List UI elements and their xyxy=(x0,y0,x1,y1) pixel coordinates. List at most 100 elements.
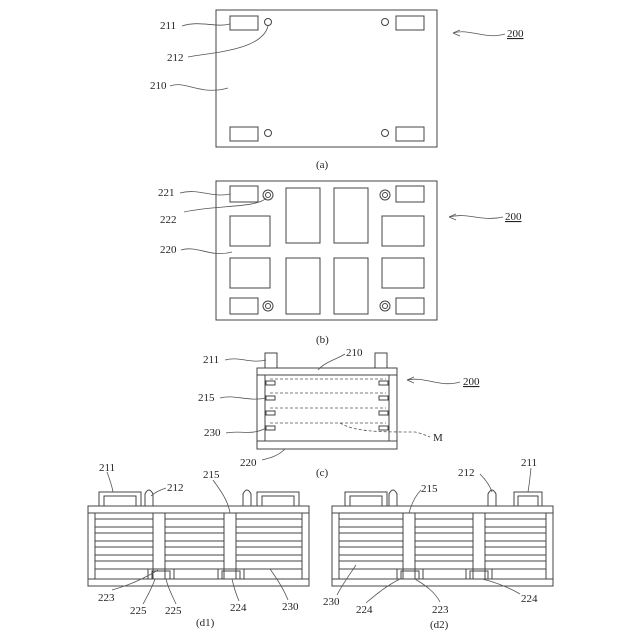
pad-211-right-d1 xyxy=(257,492,299,506)
leader-224a-d2 xyxy=(366,579,400,603)
label-M: M xyxy=(433,432,443,444)
leader-215-d1 xyxy=(213,480,230,513)
leader-215-c xyxy=(220,397,266,399)
label-223-d1: 223 xyxy=(98,592,115,604)
pad-221-top-right xyxy=(396,186,424,202)
leader-211-c xyxy=(225,359,266,361)
pad-211-right-inner-d2 xyxy=(518,496,538,506)
leader-225a-d1 xyxy=(143,579,155,604)
chip-pad-center-right-lower xyxy=(334,258,368,314)
label-200: 200 xyxy=(507,28,524,40)
label-211-d1: 211 xyxy=(99,462,115,474)
pad-211-bottom-right xyxy=(396,127,424,141)
leader-230-d1 xyxy=(270,569,288,600)
pin-212-left-d2 xyxy=(389,490,397,506)
label-230-d2: 230 xyxy=(323,596,340,608)
panel-d1: 211 212 215 223 225 225 224 230 (d1) xyxy=(88,462,309,629)
chip-pad-left-lower xyxy=(230,258,270,288)
label-215-d1: 215 xyxy=(203,469,220,481)
label-222: 222 xyxy=(160,214,177,226)
caption-c: (c) xyxy=(316,467,329,479)
caption-b: (b) xyxy=(316,334,329,346)
pad-211-left-inner-d1 xyxy=(104,496,136,506)
leader-221 xyxy=(180,192,230,195)
label-211-c: 211 xyxy=(203,354,219,366)
leader-222 xyxy=(184,198,266,212)
pad-211-right-inner-d1 xyxy=(262,496,294,506)
label-212: 212 xyxy=(167,52,184,64)
top-board-d1 xyxy=(88,506,309,513)
board-210-c xyxy=(257,368,397,375)
caption-d1: (d1) xyxy=(196,617,215,629)
label-225a-d1: 225 xyxy=(130,605,147,617)
pad-221-bottom-right xyxy=(396,298,424,314)
label-210-c: 210 xyxy=(346,347,363,359)
via-222-bottom-right xyxy=(380,301,390,311)
label-224-d1: 224 xyxy=(230,602,247,614)
panel-a: 211 212 210 200 (a) xyxy=(150,10,524,171)
label-230-d1: 230 xyxy=(282,601,299,613)
label-211-d2: 211 xyxy=(521,457,537,469)
leader-211-d2 xyxy=(528,468,531,492)
top-board-d2 xyxy=(332,506,553,513)
leader-211 xyxy=(182,24,230,26)
bottom-board-d2 xyxy=(332,579,553,586)
label-200-c: 200 xyxy=(463,376,480,388)
pin-212-right-d1 xyxy=(243,490,251,506)
hole-212-bottom-left xyxy=(265,130,272,137)
label-224a-d2: 224 xyxy=(356,604,373,616)
hole-212-top-right xyxy=(382,19,389,26)
leader-211-d1 xyxy=(107,472,113,492)
leader-212 xyxy=(188,26,268,57)
chip-layers-d1 xyxy=(95,519,302,569)
leader-200-b xyxy=(449,216,503,219)
pad-221-top-left xyxy=(230,186,258,202)
panel-c: 211 210 200 215 230 M 220 (c) xyxy=(198,347,480,479)
caption-a: (a) xyxy=(316,159,329,171)
leader-223-d2 xyxy=(415,579,440,602)
chip-pad-center-right-upper xyxy=(334,188,368,243)
hole-212-top-left xyxy=(265,19,272,26)
label-221: 221 xyxy=(158,187,175,199)
leader-220-c xyxy=(262,449,285,460)
via-222-top-left xyxy=(263,190,273,200)
label-220-c: 220 xyxy=(240,457,257,469)
label-211: 211 xyxy=(160,20,176,32)
label-225b-d1: 225 xyxy=(165,605,182,617)
leader-210 xyxy=(170,85,228,91)
pad-221-bottom-left xyxy=(230,298,258,314)
pad-211-top-right xyxy=(396,16,424,30)
leader-225b-d1 xyxy=(166,579,176,604)
bottom-board-d1 xyxy=(88,579,309,586)
chip-pad-center-left-upper xyxy=(286,188,320,243)
chip-pad-center-left-lower xyxy=(286,258,320,314)
label-215-d2: 215 xyxy=(421,483,438,495)
chip-layers-d2 xyxy=(339,519,546,569)
board-210-outline xyxy=(216,10,437,147)
pad-211-left-inner-d2 xyxy=(350,496,382,506)
pad-211-bottom-left xyxy=(230,127,258,141)
label-212-d1: 212 xyxy=(167,482,184,494)
via-222-top-right xyxy=(380,190,390,200)
caption-d2: (d2) xyxy=(430,619,449,631)
leader-212-d2 xyxy=(480,474,492,492)
label-210: 210 xyxy=(150,80,167,92)
label-230-c: 230 xyxy=(204,427,221,439)
pad-211-left-d2 xyxy=(345,492,387,506)
panel-d2: 212 211 215 230 224 223 224 (d2) xyxy=(323,457,553,631)
panel-b: 221 222 220 200 (b) xyxy=(158,181,522,346)
pad-211-left-c xyxy=(265,353,277,368)
pad-211-top-left xyxy=(230,16,258,30)
label-200-b: 200 xyxy=(505,211,522,223)
label-212-d2: 212 xyxy=(458,467,475,479)
pad-211-left-d1 xyxy=(99,492,141,506)
leader-220 xyxy=(181,249,232,254)
pin-212-right-d2 xyxy=(488,490,496,506)
leader-200-c xyxy=(407,379,460,384)
label-215-c: 215 xyxy=(198,392,215,404)
hole-212-bottom-right xyxy=(382,130,389,137)
via-222-bottom-left xyxy=(263,301,273,311)
leader-230-c xyxy=(226,428,266,433)
board-220-c xyxy=(257,441,397,449)
